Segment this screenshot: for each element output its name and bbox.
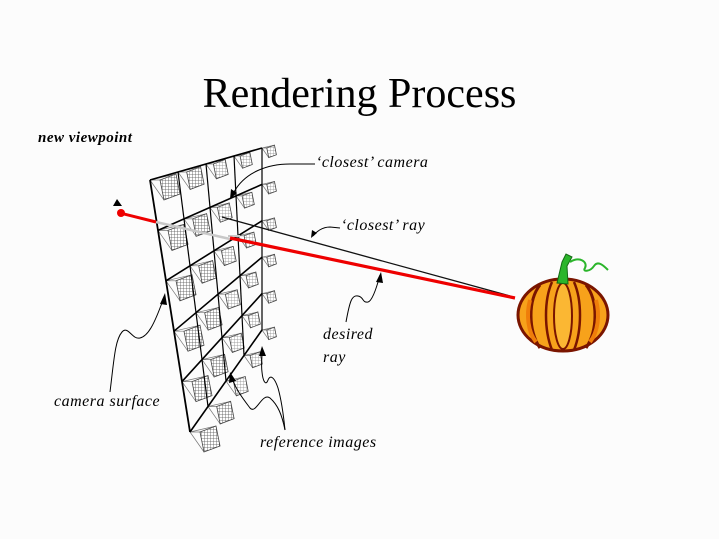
reference-image xyxy=(224,289,241,310)
reference-images-arrowhead-1-icon xyxy=(229,372,236,383)
reference-image xyxy=(199,425,221,453)
reference-image xyxy=(220,245,237,267)
reference-image xyxy=(198,260,217,284)
camera-cell xyxy=(261,144,277,159)
pumpkin-stem xyxy=(556,253,573,285)
closest-camera-arrowhead-icon xyxy=(230,189,237,199)
reference-image xyxy=(228,332,245,353)
desired-ray xyxy=(229,236,516,300)
reference-image xyxy=(216,400,235,425)
camera-cell xyxy=(239,271,259,289)
reference-image xyxy=(159,173,181,201)
reference-image xyxy=(204,306,223,331)
closest-ray-label: ‘closest’ ray xyxy=(341,217,426,234)
viewpoint-arrow-icon xyxy=(113,199,122,206)
camera-surface xyxy=(149,144,277,453)
camera-cell xyxy=(217,289,241,310)
reference-image xyxy=(241,191,255,209)
desired-ray-hidden-segment xyxy=(155,220,231,241)
closest-ray-leader xyxy=(312,226,341,237)
camera-cell xyxy=(241,311,261,329)
pumpkin-vine xyxy=(569,258,609,272)
reference-image xyxy=(247,311,261,329)
desired-ray-arrowhead-icon xyxy=(376,272,383,283)
desired-ray-label-line2: ray xyxy=(323,349,346,366)
camera-cell xyxy=(207,400,235,425)
reference-image xyxy=(266,144,277,159)
desired-ray-leader xyxy=(345,274,381,323)
closest-ray-line xyxy=(221,216,511,297)
reference-image xyxy=(266,217,277,231)
reference-image xyxy=(212,159,229,180)
camera-cell xyxy=(225,376,249,397)
reference-image xyxy=(266,180,277,195)
camera-cell xyxy=(157,223,189,251)
reference-image xyxy=(175,274,197,302)
camera-cell xyxy=(261,180,277,195)
surface-col-line xyxy=(177,171,209,407)
camera-cell xyxy=(261,253,277,268)
reference-images-leader-1 xyxy=(231,377,286,431)
viewpoint-dot xyxy=(117,209,125,217)
camera-cell xyxy=(205,159,229,180)
reference-images-leader-2 xyxy=(261,351,286,431)
camera-cell xyxy=(195,306,223,331)
camera-cell xyxy=(261,290,277,304)
surface-col-line xyxy=(205,163,227,382)
reference-image xyxy=(186,166,205,190)
reference-images-label: reference images xyxy=(260,434,377,451)
new-viewpoint-label: new viewpoint xyxy=(38,130,133,146)
reference-image xyxy=(245,271,259,289)
slide-title: Rendering Process xyxy=(202,71,517,117)
desired-ray-front xyxy=(119,211,157,224)
camera-cell xyxy=(261,326,277,341)
closest-camera-leader xyxy=(233,163,315,193)
desired-ray-label-line1: desired xyxy=(323,326,374,343)
reference-image xyxy=(239,151,253,169)
closest-camera-label: ‘closest’ camera xyxy=(316,154,429,171)
reference-image xyxy=(266,290,277,304)
camera-cell xyxy=(181,375,213,403)
reference-image xyxy=(216,202,233,223)
reference-images-arrowhead-2-icon xyxy=(259,346,266,356)
pumpkin-object xyxy=(516,253,610,353)
camera-cell xyxy=(209,202,233,223)
camera-surface-leader xyxy=(109,299,164,393)
camera-cell xyxy=(261,217,277,231)
camera-cell xyxy=(221,332,245,353)
reference-image xyxy=(266,326,277,341)
camera-surface-arrowhead-icon xyxy=(160,293,167,305)
reference-image xyxy=(232,376,249,397)
camera-cell xyxy=(189,425,221,453)
reference-image xyxy=(191,375,213,403)
camera-cell xyxy=(165,274,197,302)
camera-surface-label: camera surface xyxy=(54,393,161,410)
closest-ray-arrowhead-icon xyxy=(311,230,317,238)
reference-image xyxy=(266,253,277,268)
